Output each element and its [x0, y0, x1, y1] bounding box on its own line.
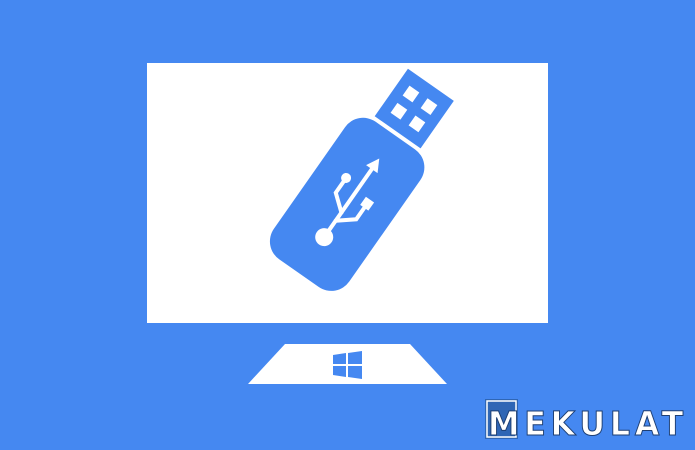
monitor-stand	[248, 344, 447, 384]
usb-connector	[374, 68, 454, 149]
watermark-text: MEKULAT	[488, 404, 688, 443]
watermark-badge	[485, 399, 518, 439]
usb-symbol-icon	[326, 167, 374, 233]
usb-flash-drive-icon	[269, 68, 454, 291]
mekulat-watermark: MEKULAT	[485, 399, 688, 444]
windows-logo-icon	[333, 351, 362, 379]
